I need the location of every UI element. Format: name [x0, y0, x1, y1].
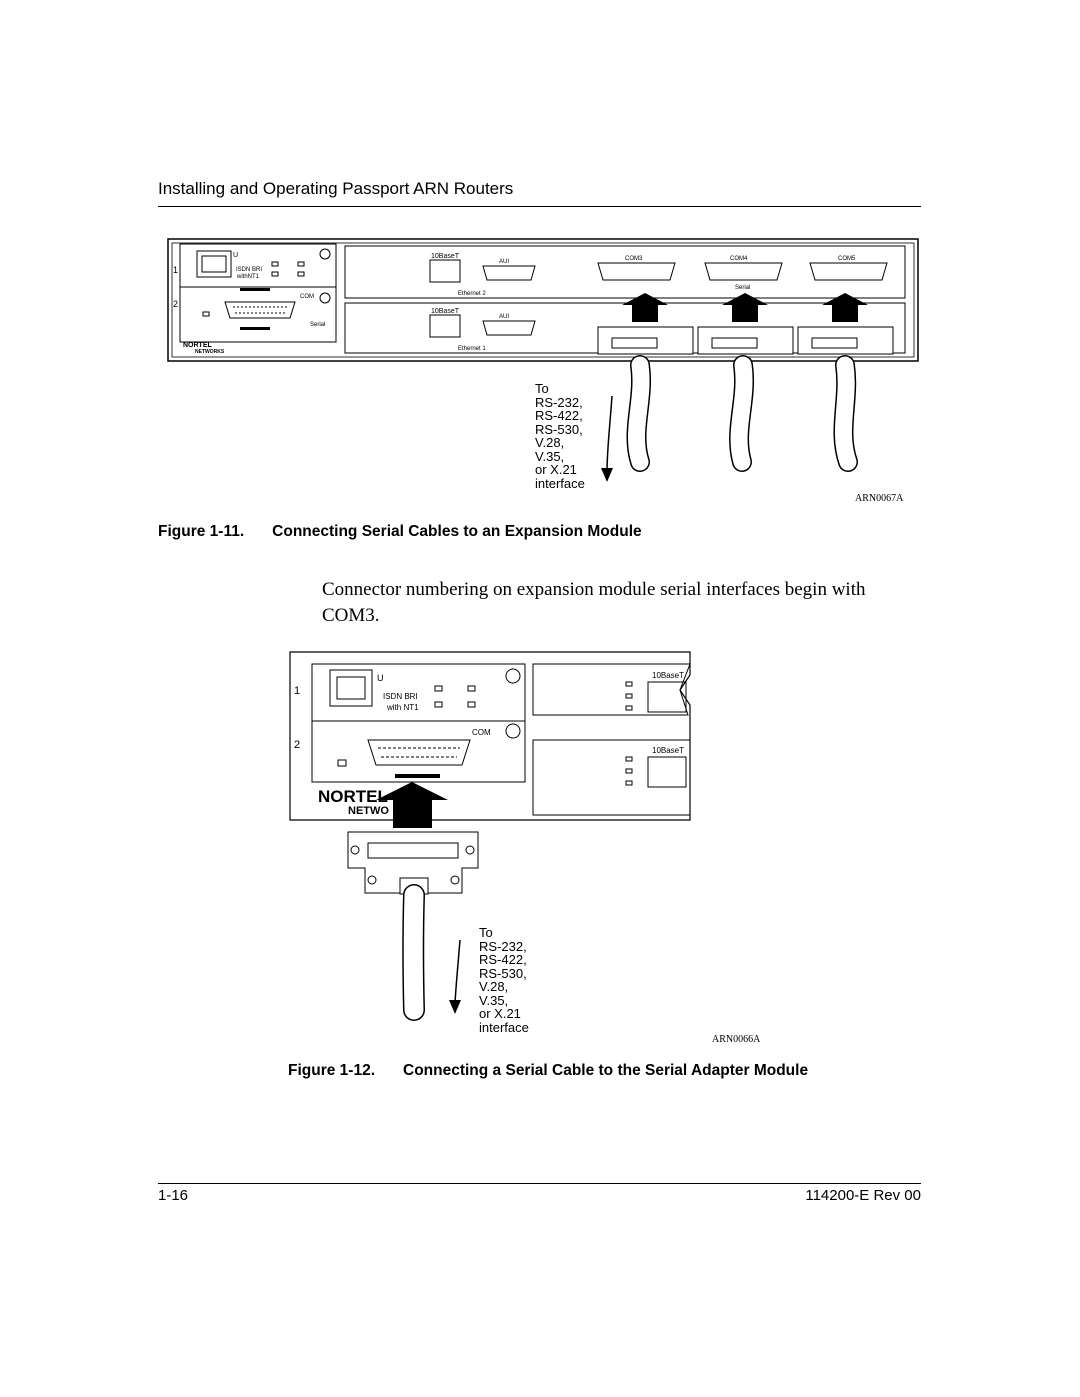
fig12-nt1-label: with NT1	[386, 703, 419, 712]
fig11-com5: COM5	[838, 256, 856, 262]
fig11-brand-bottom: NETWORKS	[195, 349, 225, 355]
fig11-ethernet2: Ethernet 2	[458, 291, 486, 297]
fig12-10baset-top: 10BaseT	[652, 671, 684, 680]
figure-12-number: Figure 1-12.	[288, 1062, 375, 1079]
fig11-isdn-label: ISDN BRI	[236, 267, 262, 273]
figure-11-illustration: 1 2 U ISDN BRI withNT1 COM Serial NORTEL…	[167, 238, 919, 482]
fig12-u-label: U	[377, 673, 384, 683]
fig11-com3: COM3	[625, 256, 643, 262]
fig11-10baset-top: 10BaseT	[431, 253, 460, 260]
figure-12-callout: To RS-232, RS-422, RS-530, V.28, V.35, o…	[479, 925, 529, 1035]
figure-12-title: Connecting a Serial Cable to the Serial …	[403, 1062, 809, 1079]
fig11-aui-top: AUI	[499, 259, 509, 265]
document-id: 114200-E Rev 00	[805, 1187, 921, 1204]
footer-rule	[158, 1183, 921, 1184]
fig12-com-label: COM	[472, 728, 491, 737]
fig12-slot-2-label: 2	[294, 739, 300, 751]
figure-12-caption: Figure 1-12. Connecting a Serial Cable to…	[288, 1062, 808, 1080]
fig11-serial-label: Serial	[735, 285, 750, 291]
fig11-10baset-bottom: 10BaseT	[431, 308, 460, 315]
figure-12-illustration: 1 2 U ISDN BRI with NT1 COM NORTEL NETWO…	[289, 651, 691, 1021]
fig12-brand-bottom: NETWO	[348, 805, 389, 817]
fig12-isdn-label: ISDN BRI	[383, 692, 418, 701]
fig11-slot-1-label: 1	[173, 265, 178, 275]
fig11-u-label: U	[233, 252, 238, 259]
figure-11-number: Figure 1-11.	[158, 523, 245, 540]
fig12-slot-1-label: 1	[294, 685, 300, 697]
figure-11-caption: Figure 1-11. Connecting Serial Cables to …	[158, 523, 642, 541]
running-header: Installing and Operating Passport ARN Ro…	[158, 179, 514, 198]
figure-11-callout: To RS-232, RS-422, RS-530, V.28, V.35, o…	[535, 381, 585, 491]
fig11-aui-bottom: AUI	[499, 314, 509, 320]
figure-11-title: Connecting Serial Cables to an Expansion…	[272, 523, 642, 540]
figure-11-ref-code: ARN0067A	[855, 493, 904, 504]
header-rule	[158, 206, 921, 207]
fig12-brand-top: NORTEL	[318, 787, 388, 806]
fig11-serial-small-label: Serial	[310, 322, 325, 328]
fig11-com-label: COM	[300, 294, 314, 300]
fig12-10baset-bottom: 10BaseT	[652, 746, 684, 755]
fig11-com4: COM4	[730, 256, 748, 262]
fig11-brand-top: NORTEL	[183, 342, 213, 349]
body-paragraph: Connector numbering on expansion module …	[322, 579, 866, 626]
fig11-ethernet1: Ethernet 1	[458, 346, 486, 352]
fig11-nt1-label: withNT1	[236, 274, 260, 280]
page-number: 1-16	[158, 1187, 189, 1204]
figure-12-ref-code: ARN0066A	[712, 1034, 761, 1045]
fig11-slot-2-label: 2	[173, 299, 178, 309]
